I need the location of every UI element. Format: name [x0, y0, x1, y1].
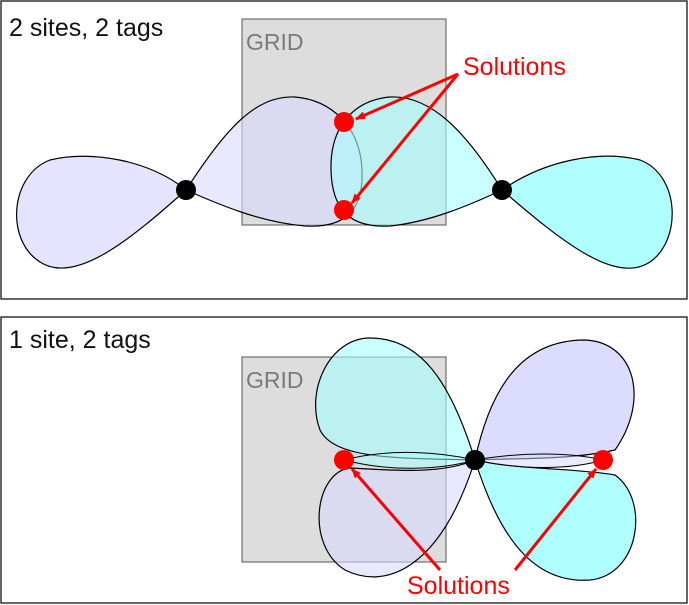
solutions-label: Solutions	[407, 572, 510, 600]
lobe-lower-left	[318, 458, 476, 578]
panel-one-site: GRID Solutions 1 site, 2 tags	[0, 316, 688, 604]
panel-title: 2 sites, 2 tags	[9, 14, 163, 42]
solution-dot-left	[334, 450, 354, 470]
solutions-arrow-bottom	[350, 73, 460, 204]
solution-dot-right	[593, 450, 613, 470]
panel-two-sites: GRID Solutions 2 sites, 2 tags	[0, 0, 688, 300]
solutions-arrow-top	[355, 72, 459, 121]
solution-dot-bottom	[334, 200, 354, 220]
panel-title: 1 site, 2 tags	[9, 326, 151, 354]
site-dot-center	[465, 450, 485, 470]
lobe-right-inner	[330, 96, 503, 227]
solutions-label: Solutions	[463, 53, 566, 81]
solution-dot-top	[334, 112, 354, 132]
site-dot-right	[492, 180, 512, 200]
grid-label: GRID	[246, 29, 304, 55]
lobe-left-outer	[16, 155, 187, 269]
solutions-arrow-left	[350, 468, 442, 571]
lobe-right-outer	[501, 155, 673, 269]
site-dot-left	[176, 180, 196, 200]
solutions-arrow-right	[513, 468, 598, 571]
grid-label: GRID	[246, 367, 304, 393]
